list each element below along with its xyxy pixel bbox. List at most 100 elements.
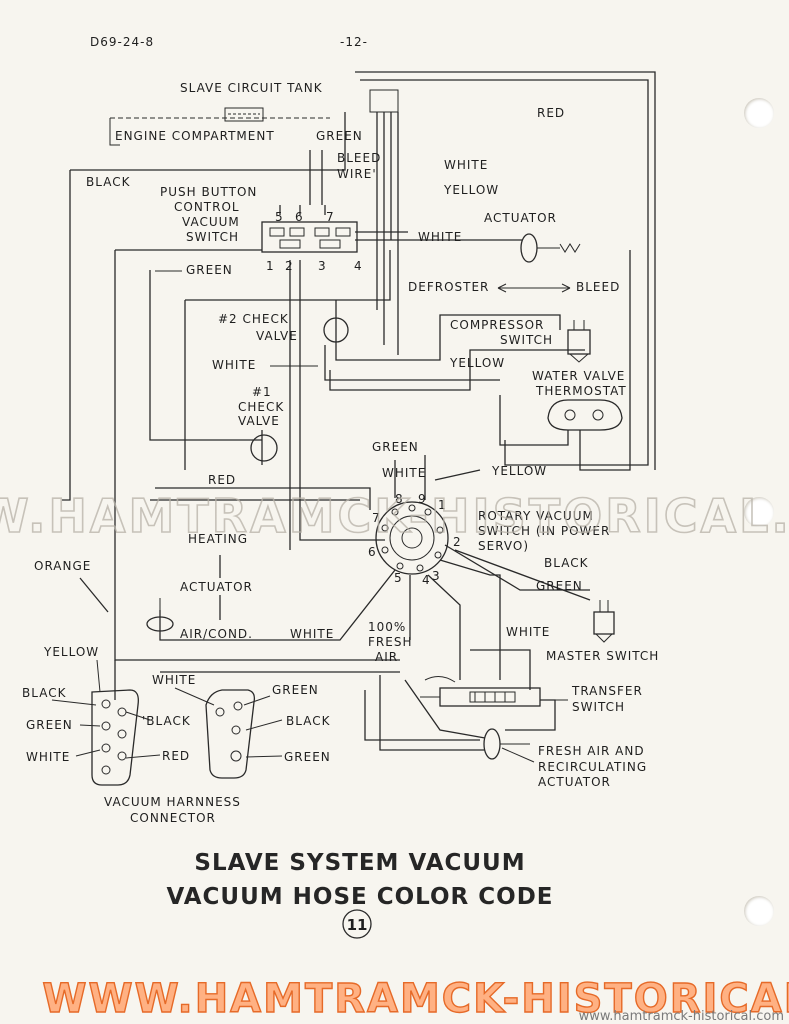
actuator-top: [520, 233, 581, 263]
label-water-valve: WATER VALVE: [532, 369, 625, 383]
rotary-vacuum-switch: [375, 501, 449, 575]
label-check-valve-2b: VALVE: [256, 329, 298, 343]
harness-yellow: YELLOW: [43, 645, 99, 659]
rotary-port-2: 2: [453, 535, 462, 549]
heating-aircond-actuator: [146, 598, 174, 632]
hose-lines: [62, 71, 656, 751]
binder-hole-bottom: [744, 896, 774, 926]
label-compressor: COMPRESSOR: [450, 318, 544, 332]
label-wire: WIRE': [337, 167, 377, 181]
label-compressor-switch: SWITCH: [500, 333, 553, 347]
page-number: -12-: [340, 35, 368, 49]
label-slave-circuit-tank: SLAVE CIRCUIT TANK: [180, 81, 323, 95]
label-check-valve-1a: #1: [252, 385, 272, 399]
vacuum-harness-connector: [51, 659, 283, 786]
label-black-right: BLACK: [544, 556, 589, 570]
label-white-mid: WHITE: [212, 358, 256, 372]
rotary-port-8: 8: [395, 492, 404, 506]
harness-black-right: BLACK: [286, 714, 331, 728]
label-fresh-actuator: ACTUATOR: [538, 775, 611, 789]
rotary-port-9: 9: [418, 492, 427, 506]
label-check-valve-1c: VALVE: [238, 414, 280, 428]
pushbutton-control-vacuum-switch: [261, 221, 358, 253]
slave-circuit-tank: [224, 107, 264, 122]
label-orange: ORANGE: [34, 559, 91, 573]
title-line-1: SLAVE SYSTEM VACUUM: [194, 850, 525, 876]
label-pushbutton: PUSH BUTTON: [160, 185, 257, 199]
transfer-switch: [420, 676, 541, 707]
label-actuator-top: ACTUATOR: [484, 211, 557, 225]
label-rotary-1: ROTARY VACUUM: [478, 509, 594, 523]
label-red-top: RED: [537, 106, 565, 120]
label-transfer-switch: SWITCH: [572, 700, 625, 714]
label-yellow-top: YELLOW: [443, 183, 499, 197]
port-1: 1: [266, 259, 275, 273]
rotary-port-6: 6: [368, 545, 377, 559]
harness-green-left: GREEN: [26, 718, 73, 732]
label-fresh-air-and: FRESH AIR AND: [538, 744, 645, 758]
label-fresh: FRESH: [368, 635, 412, 649]
label-aircond: AIR/COND.: [180, 627, 253, 641]
port-4: 4: [354, 259, 363, 273]
label-defroster: DEFROSTER: [408, 280, 489, 294]
label-fresh-air: AIR: [375, 650, 398, 664]
label-black-left: BLACK: [86, 175, 131, 189]
label-control: CONTROL: [174, 200, 240, 214]
label-heating: HEATING: [188, 532, 248, 546]
label-bleed: BLEED: [337, 151, 381, 165]
label-switch: SWITCH: [186, 230, 239, 244]
check-valve-2: [323, 317, 349, 343]
label-red-mid: RED: [208, 473, 236, 487]
port-7: 7: [326, 210, 335, 224]
label-white-actuator: WHITE: [418, 230, 462, 244]
label-harness-1: VACUUM HARNNESS: [104, 795, 241, 809]
label-transfer: TRANSFER: [571, 684, 643, 698]
port-2: 2: [285, 259, 294, 273]
label-green-top: GREEN: [316, 129, 363, 143]
rotary-port-3: 3: [432, 569, 441, 583]
label-recirculating: RECIRCULATING: [538, 760, 647, 774]
label-harness-2: CONNECTOR: [130, 811, 216, 825]
harness-white-top: WHITE: [152, 673, 196, 687]
diagram-labels: SLAVE CIRCUIT TANK ENGINE COMPARTMENT GR…: [22, 81, 659, 825]
doc-id: D69-24-8: [90, 35, 154, 49]
compressor-switch: [567, 320, 591, 363]
harness-black-left: BLACK: [22, 686, 67, 700]
label-rotary-3: SERVO): [478, 539, 529, 553]
watermark-corner: www.hamtramck-historical.com: [579, 1009, 784, 1024]
harness-green-right-1: GREEN: [272, 683, 319, 697]
watermark-main: WWW.HAMTRAMCK-HISTORICAL.COM: [0, 489, 789, 543]
water-valve-thermostat: [547, 399, 623, 431]
label-yellow-rotary: YELLOW: [491, 464, 547, 478]
label-check-valve-1b: CHECK: [238, 400, 284, 414]
harness-white-left: WHITE: [26, 750, 70, 764]
master-switch: [593, 600, 615, 643]
check-valve-1: [250, 434, 278, 462]
title-line-2: VACUUM HOSE COLOR CODE: [166, 884, 553, 910]
port-6: 6: [295, 210, 304, 224]
label-actuator-mid: ACTUATOR: [180, 580, 253, 594]
label-yellow-mid: YELLOW: [449, 356, 505, 370]
label-master-switch: MASTER SWITCH: [546, 649, 659, 663]
label-fresh-100: 100%: [368, 620, 406, 634]
fresh-air-recirculating-actuator: [483, 728, 530, 760]
harness-green-right-2: GREEN: [284, 750, 331, 764]
watermark-bottom: WWW.HAMTRAMCK-HISTORICAL.COM: [42, 976, 789, 1022]
rotary-port-5: 5: [394, 571, 403, 585]
label-white-rotary: WHITE: [382, 466, 426, 480]
port-3: 3: [318, 259, 327, 273]
label-green-right: GREEN: [536, 579, 583, 593]
binder-hole-top: [744, 98, 774, 128]
harness-red: RED: [162, 749, 190, 763]
label-white-aircond: WHITE: [290, 627, 334, 641]
rotary-port-7: 7: [372, 511, 381, 525]
label-white-top: WHITE: [444, 158, 488, 172]
binder-hole-middle: [744, 497, 774, 527]
label-rotary-2: SWITCH (IN POWER: [478, 524, 610, 538]
port-5: 5: [275, 210, 284, 224]
label-white-master: WHITE: [506, 625, 550, 639]
label-vacuum: VACUUM: [182, 215, 240, 229]
rotary-port-4: 4: [422, 573, 431, 587]
